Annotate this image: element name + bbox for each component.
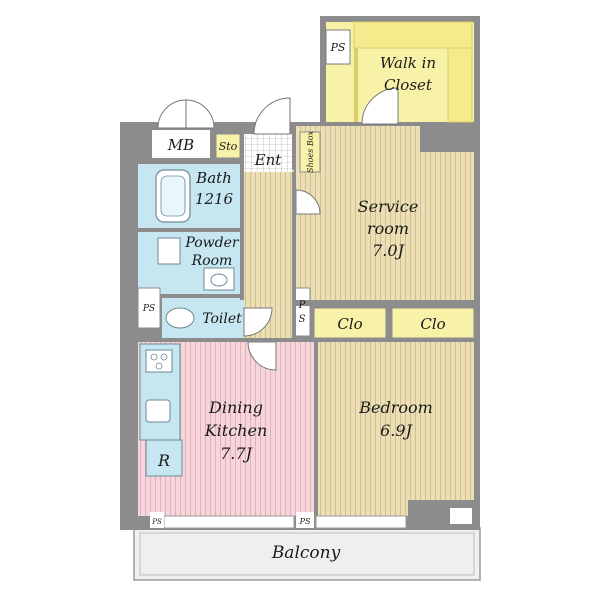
- label-bedroom-1: Bedroom: [358, 398, 433, 417]
- closet-1: [313, 307, 387, 339]
- label-powder-2: Room: [191, 253, 233, 269]
- ps-bottom-left-box: [150, 512, 164, 528]
- kitchen-sink-icon: [145, 399, 171, 423]
- mb-box: [152, 130, 210, 158]
- label-bedroom-2: 6.9J: [380, 421, 413, 440]
- ps-top-box: [325, 29, 351, 65]
- label-powder-1: Powder: [184, 235, 240, 251]
- label-ps-mid-1: P: [298, 300, 306, 311]
- service-room: [296, 126, 474, 300]
- ps-left-box: [137, 287, 161, 329]
- label-ps-bottom-left: PS: [151, 518, 162, 526]
- label-balcony: Balcony: [271, 543, 341, 563]
- label-bath-2: 1216: [195, 190, 234, 208]
- label-service-1: Service: [358, 197, 419, 216]
- sto-box: [215, 133, 241, 159]
- label-dining-1: Dining: [208, 398, 263, 417]
- label-dining-3: 7.7J: [220, 444, 253, 463]
- label-toilet: Toilet: [202, 311, 242, 327]
- label-clo-2: Clo: [420, 315, 445, 333]
- label-ps-left: PS: [142, 304, 155, 314]
- entrance: [244, 134, 292, 172]
- label-r: R: [157, 451, 170, 470]
- shoes-box: [299, 131, 321, 173]
- label-bath-1: Bath: [195, 169, 232, 187]
- closet-2: [391, 307, 475, 339]
- label-walk-in-1: Walk in: [380, 54, 436, 72]
- label-dining-2: Kitchen: [204, 421, 268, 440]
- label-clo-1: Clo: [337, 315, 362, 333]
- sink-icon: [203, 267, 235, 291]
- ps-bottom-mid-box: [296, 512, 314, 528]
- label-shoes-box: Shoes Box: [306, 130, 315, 173]
- label-mb: MB: [167, 136, 194, 154]
- toilet-icon: [165, 307, 195, 329]
- washing-machine-icon: [157, 237, 181, 265]
- label-ps-bottom-mid: PS: [299, 517, 311, 526]
- label-service-2: room: [367, 219, 409, 238]
- label-sto: Sto: [219, 140, 238, 153]
- label-ps-top: PS: [330, 41, 346, 54]
- label-ps-mid-2: S: [299, 314, 306, 325]
- label-service-3: 7.0J: [372, 241, 405, 260]
- fridge-box: [145, 439, 183, 477]
- balcony: [133, 527, 481, 581]
- stove-icon: [145, 349, 173, 373]
- bedroom: [318, 342, 474, 516]
- label-walk-in-2: Closet: [384, 76, 433, 94]
- ps-mid-box: [293, 287, 311, 337]
- label-ent: Ent: [254, 151, 283, 169]
